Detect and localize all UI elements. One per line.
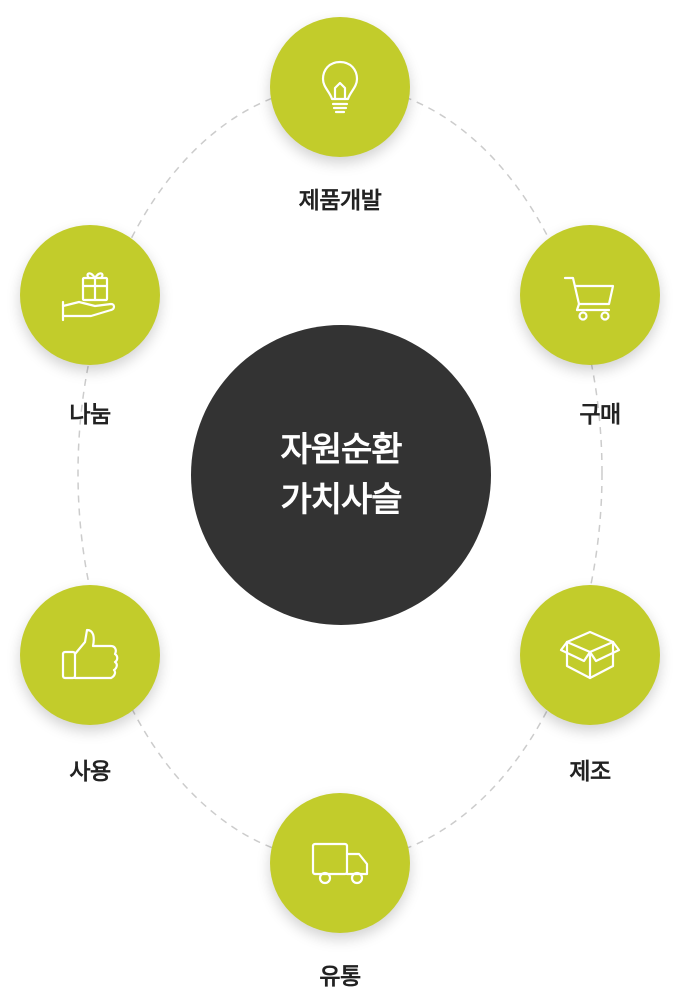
center-circle: 자원순환 가치사슬 <box>191 325 491 625</box>
lightbulb-icon <box>321 60 359 114</box>
center-title-line2: 가치사슬 <box>280 480 402 520</box>
node-distribution <box>270 793 410 933</box>
node-product-development <box>270 17 410 157</box>
shopping-cart-icon <box>563 276 615 321</box>
thumbs-up-icon <box>61 628 119 680</box>
node-label-manufacturing: 제조 <box>569 759 611 785</box>
box-icon <box>559 630 621 680</box>
node-usage <box>20 585 160 725</box>
truck-icon <box>311 842 369 885</box>
node-purchase <box>520 225 660 365</box>
node-label-product-development: 제품개발 <box>298 188 382 214</box>
node-label-usage: 사용 <box>69 759 111 785</box>
node-label-purchase: 구매 <box>579 402 621 428</box>
gift-hand-icon <box>61 272 116 322</box>
node-sharing <box>20 225 160 365</box>
center-title-line1: 자원순환 <box>280 430 402 470</box>
node-label-sharing: 나눔 <box>69 402 111 428</box>
node-manufacturing <box>520 585 660 725</box>
